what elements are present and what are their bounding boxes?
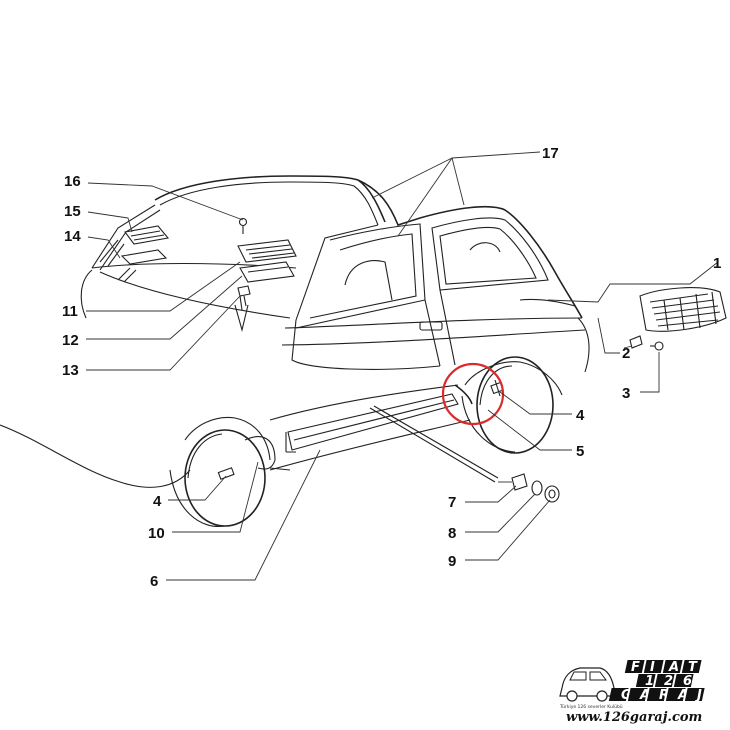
callout-5: 5 — [576, 443, 584, 460]
front-wheel — [169, 429, 276, 528]
logo-tile-letter: J — [694, 688, 702, 703]
callout-3: 3 — [622, 385, 630, 402]
logo-tile-letter: A — [677, 688, 688, 703]
car-logo-icon — [559, 667, 615, 702]
callout-15: 15 — [64, 203, 81, 220]
logo-tile — [654, 674, 675, 687]
logo-tile — [684, 688, 705, 701]
logo-tagline: Türkiye 126 severler Kulübü — [559, 704, 623, 710]
callout-2: 2 — [622, 345, 630, 362]
callout-4-front: 4 — [153, 493, 162, 510]
callout-14: 14 — [64, 228, 81, 245]
leader-lines — [86, 151, 719, 581]
small-fasteners — [234, 217, 251, 333]
logo-tile-letter: 6 — [683, 674, 692, 689]
trim-bracket-part — [454, 384, 473, 405]
seal-lines — [99, 239, 137, 283]
callout-1: 1 — [713, 255, 721, 272]
dash-vent-parts — [120, 225, 297, 283]
logo-tile-letter: A — [668, 660, 679, 675]
logo-tile — [627, 688, 648, 701]
callout-8: 8 — [448, 525, 456, 542]
logo-tile — [624, 660, 645, 673]
screw-clip-parts — [629, 335, 664, 351]
callout-6: 6 — [150, 573, 158, 590]
callout-7: 7 — [448, 494, 456, 511]
logo-tile — [643, 660, 664, 673]
logo-tile — [665, 688, 686, 701]
logo-tile-letter: I — [650, 660, 655, 675]
callout-4-rear: 4 — [576, 407, 585, 424]
front-pin-part — [217, 467, 235, 480]
callout-13: 13 — [62, 362, 79, 379]
callout-17: 17 — [542, 145, 559, 162]
logo-tile-letter: F — [631, 660, 640, 675]
rear-grille-part — [639, 287, 727, 332]
logo-url: www.126garaj.com — [566, 710, 702, 725]
bolt-washer-nut-parts — [511, 473, 560, 503]
logo-tile — [608, 688, 629, 701]
logo-tile-letter: T — [688, 660, 698, 675]
logo-tile-letter: A — [639, 688, 650, 703]
rear-wheel — [461, 356, 554, 454]
logo-tile — [662, 660, 683, 673]
callout-10: 10 — [148, 525, 165, 542]
logo-tile — [635, 674, 656, 687]
callout-16: 16 — [64, 173, 81, 190]
rear-pin-part — [490, 379, 504, 397]
logo-tile-letter: G — [621, 688, 632, 703]
sill-molding-part — [285, 393, 459, 453]
logo-tile — [673, 674, 694, 687]
sill-rod-part — [369, 405, 499, 483]
callout-labels: 17 16 15 14 11 12 13 1 2 3 4 5 7 8 9 4 1… — [62, 145, 721, 590]
logo-tile-letter: 1 — [645, 674, 654, 689]
logo-tile — [646, 688, 667, 701]
logo-tile-letter: 2 — [664, 674, 673, 689]
logo-tile-letter: R — [659, 688, 669, 703]
callout-12: 12 — [62, 332, 79, 349]
callout-9: 9 — [448, 553, 456, 570]
logo-tile — [681, 660, 702, 673]
callout-11: 11 — [62, 303, 78, 320]
